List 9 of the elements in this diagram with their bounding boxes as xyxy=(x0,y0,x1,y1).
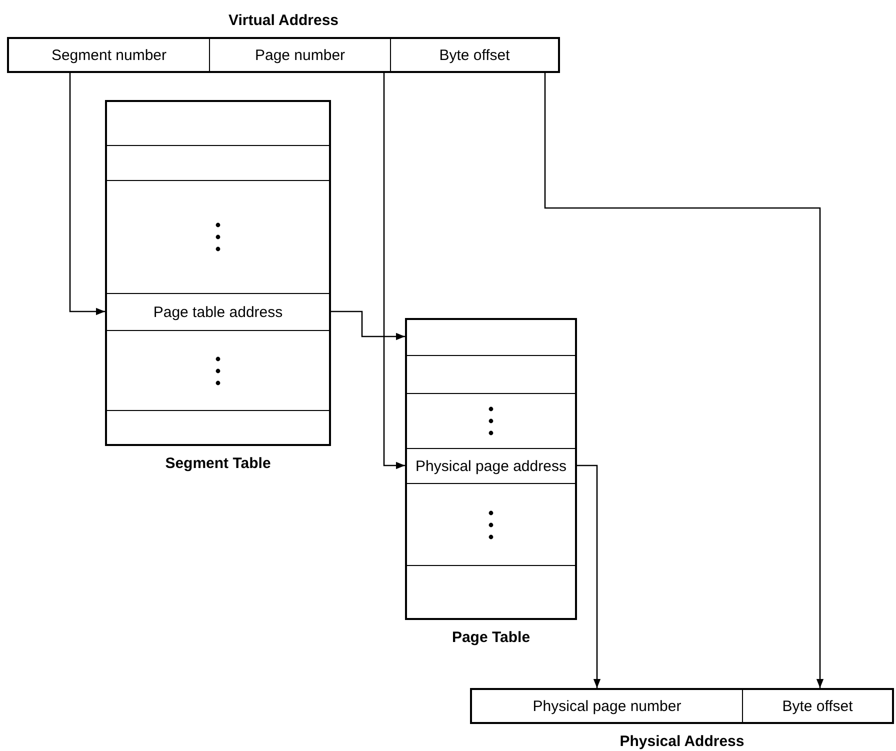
heading: Segment Table xyxy=(164,454,272,474)
arrow xyxy=(577,464,601,688)
arrow xyxy=(383,73,405,470)
heading: Physical Address xyxy=(618,732,746,751)
arrow xyxy=(69,73,105,316)
arrow xyxy=(544,73,824,688)
heading: Virtual Address xyxy=(227,11,340,31)
arrow xyxy=(331,310,405,340)
heading: Page Table xyxy=(450,628,532,648)
